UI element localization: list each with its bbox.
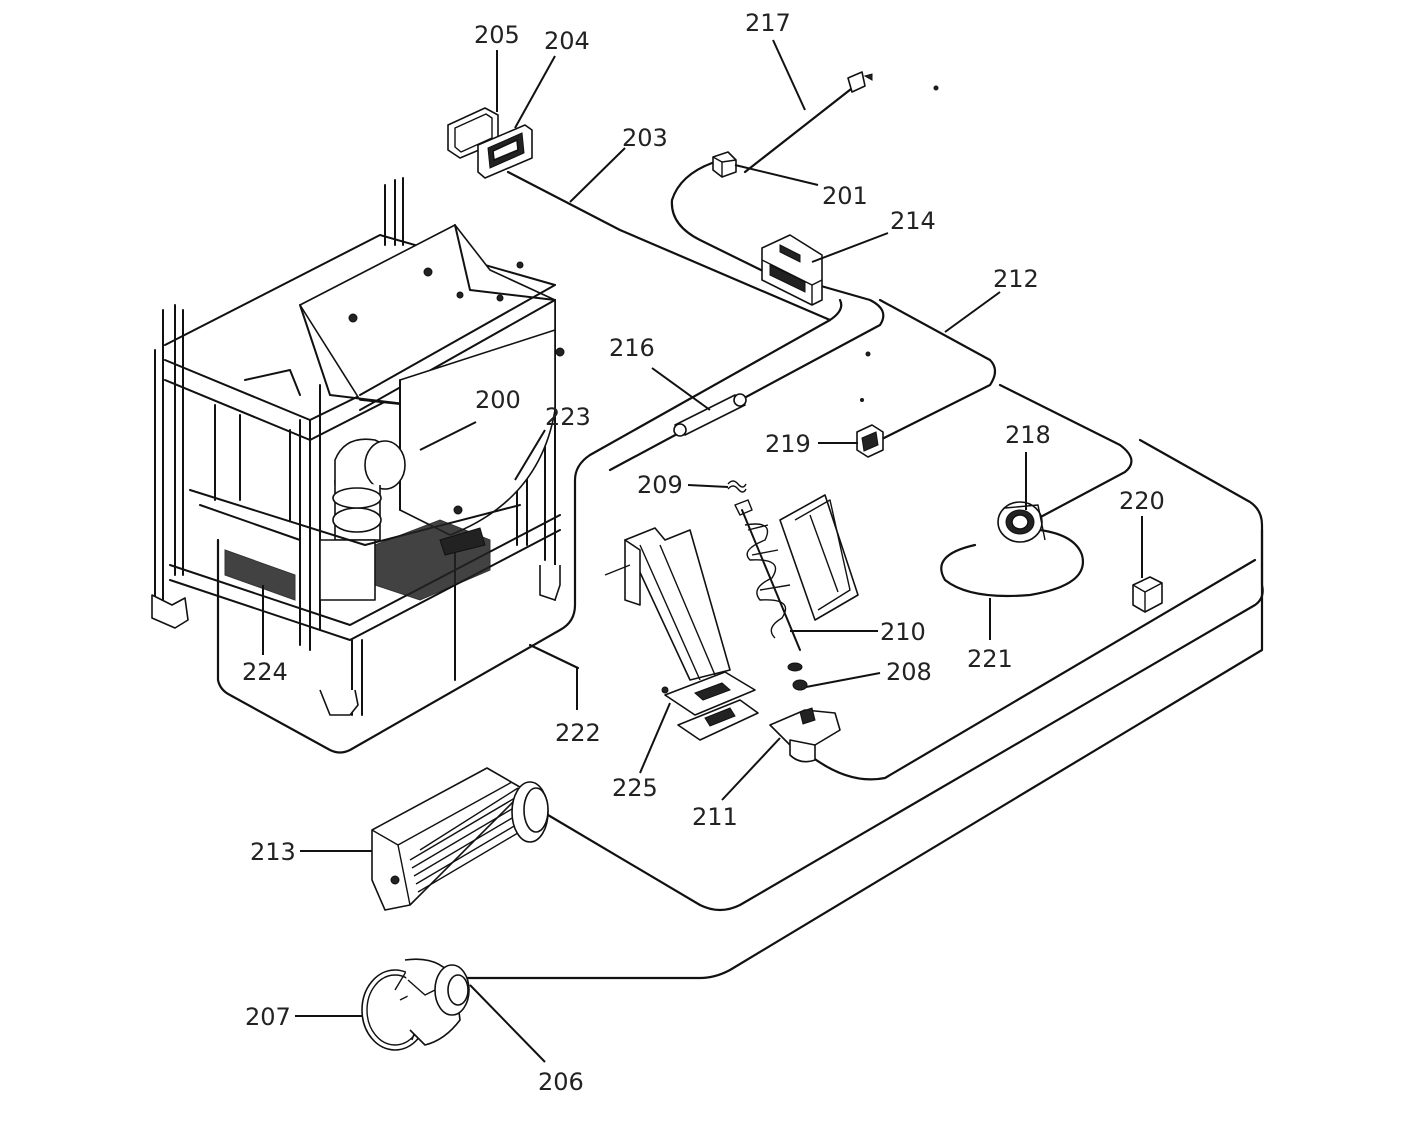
- part-206-207-exhaust-fan: [361, 958, 470, 1051]
- label-220: 220: [1119, 487, 1165, 515]
- part-225-mounting-plate: [661, 671, 759, 741]
- label-209: 209: [637, 471, 683, 499]
- auger-housing-right: [779, 494, 859, 621]
- part-216-igniter: [673, 393, 747, 437]
- label-212: 212: [993, 265, 1039, 293]
- stove-frame-assembly: [151, 177, 565, 716]
- label-216: 216: [609, 334, 655, 362]
- label-206: 206: [538, 1068, 584, 1096]
- label-201: 201: [822, 182, 868, 210]
- part-217-power-plug: [847, 71, 939, 93]
- label-207: 207: [245, 1003, 291, 1031]
- label-204: 204: [544, 27, 590, 55]
- part-201-switch: [712, 151, 737, 178]
- auger-housing-left: [604, 527, 731, 681]
- label-223: 223: [545, 403, 591, 431]
- part-211-auger-motor: [769, 707, 841, 763]
- label-222: 222: [555, 719, 601, 747]
- label-203: 203: [622, 124, 668, 152]
- label-221: 221: [967, 645, 1013, 673]
- part-208-bushing: [787, 662, 808, 691]
- part-209-spring: [727, 480, 747, 493]
- label-210: 210: [880, 618, 926, 646]
- part-214-control-board: [761, 234, 823, 306]
- label-219: 219: [765, 430, 811, 458]
- part-number-labels: 205 204 217 203 201 214 212 216 200 223 …: [242, 9, 1165, 1096]
- part-219-sensor: [856, 351, 884, 458]
- part-220-relay-box: [1132, 576, 1163, 613]
- label-208: 208: [886, 658, 932, 686]
- leader-lines: [262, 39, 1143, 1063]
- label-224: 224: [242, 658, 288, 686]
- label-200: 200: [475, 386, 521, 414]
- label-218: 218: [1005, 421, 1051, 449]
- label-211: 211: [692, 803, 738, 831]
- part-213-convection-blower: [371, 767, 549, 911]
- wiring-harness: [216, 80, 1264, 980]
- label-217: 217: [745, 9, 791, 37]
- part-204-display-panel: [477, 124, 533, 179]
- part-210-auger: [734, 499, 801, 651]
- label-225: 225: [612, 774, 658, 802]
- label-214: 214: [890, 207, 936, 235]
- label-205: 205: [474, 21, 520, 49]
- part-218-combustion-blower: [997, 501, 1046, 543]
- label-213: 213: [250, 838, 296, 866]
